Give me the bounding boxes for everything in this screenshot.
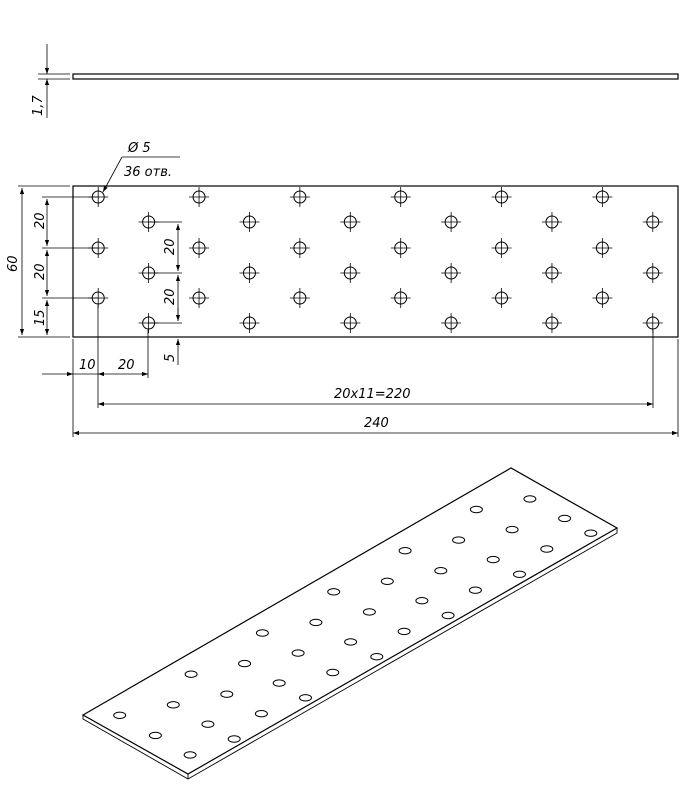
- hole-count-label: 36 отв.: [124, 165, 172, 180]
- hole: [390, 187, 411, 207]
- hole: [289, 288, 310, 308]
- hole: [239, 263, 260, 283]
- isometric-view: [81, 467, 619, 780]
- side-view: 1,7: [31, 44, 679, 118]
- hole: [340, 263, 361, 283]
- hole: [541, 212, 562, 232]
- iso-hole: [166, 701, 180, 709]
- iso-hole: [558, 514, 572, 523]
- hole: [592, 238, 613, 258]
- iso-hole: [148, 731, 162, 740]
- span-label: 20x11=220: [334, 387, 410, 402]
- plate-outline: [72, 185, 679, 338]
- hole: [491, 187, 512, 207]
- iso-hole-grid: [113, 495, 598, 759]
- pitch-y2-label: 20: [33, 263, 48, 280]
- hole: [390, 238, 411, 258]
- iso-hole: [255, 629, 269, 637]
- iso-hole: [291, 649, 305, 657]
- iso-hole: [227, 735, 241, 743]
- iso-hole: [441, 611, 455, 620]
- iso-hole: [327, 588, 341, 596]
- hole: [340, 212, 361, 232]
- iso-hole: [584, 529, 598, 537]
- iso-hole: [370, 653, 384, 661]
- hole: [189, 238, 210, 258]
- iso-hole: [486, 555, 500, 564]
- thickness-label: 1,7: [31, 95, 46, 116]
- iso-hole: [183, 751, 197, 759]
- iso-hole: [362, 608, 376, 616]
- iso-hole: [540, 545, 554, 553]
- hole: [592, 187, 613, 207]
- hole: [289, 238, 310, 258]
- hole: [491, 238, 512, 258]
- iso-hole: [468, 586, 482, 594]
- hole: [88, 187, 109, 207]
- hole: [592, 288, 613, 308]
- length-label: 240: [364, 416, 389, 431]
- hole: [541, 313, 562, 333]
- iso-hole: [469, 505, 483, 514]
- hole: [642, 263, 663, 283]
- inner-edge-label: 5: [163, 354, 178, 362]
- iso-hole: [220, 690, 234, 698]
- edge-bottom-label: 15: [33, 309, 48, 326]
- edge-left-label: 10: [79, 358, 96, 373]
- iso-hole: [344, 638, 358, 646]
- height-label: 60: [6, 255, 21, 272]
- hole: [441, 313, 462, 333]
- hole: [390, 288, 411, 308]
- iso-hole: [299, 694, 312, 702]
- hole: [189, 288, 210, 308]
- hole: [441, 263, 462, 283]
- iso-hole: [254, 710, 268, 718]
- iso-hole: [326, 668, 340, 677]
- iso-hole: [415, 597, 429, 605]
- hole: [289, 187, 310, 207]
- iso-plate-thickness: [82, 528, 618, 780]
- front-view: Ø 5 36 отв. 60 20 20 15 20 20 5: [6, 141, 679, 437]
- iso-hole: [397, 627, 411, 636]
- hole: [441, 212, 462, 232]
- hole: [189, 187, 210, 207]
- diameter-label: Ø 5: [127, 141, 151, 156]
- iso-hole: [505, 525, 519, 534]
- hole: [88, 288, 109, 308]
- hole: [340, 313, 361, 333]
- iso-hole: [309, 618, 323, 627]
- hole: [642, 212, 663, 232]
- iso-hole: [523, 495, 537, 503]
- iso-hole: [272, 679, 286, 687]
- hole: [642, 313, 663, 333]
- hole: [239, 313, 260, 333]
- plate-edge-view: [72, 73, 679, 80]
- iso-hole: [398, 547, 412, 555]
- iso-hole: [201, 720, 215, 728]
- iso-hole: [113, 711, 127, 719]
- iso-hole: [380, 577, 394, 585]
- hole: [541, 263, 562, 283]
- iso-plate-top: [81, 467, 619, 775]
- pitch-y1-label: 20: [33, 212, 48, 229]
- iso-hole: [434, 567, 448, 575]
- pitch-x-label: 20: [118, 358, 135, 373]
- iso-hole: [452, 536, 466, 544]
- inner-pitch1-label: 20: [163, 238, 178, 255]
- diameter-leader: [102, 156, 123, 193]
- hole: [491, 288, 512, 308]
- iso-hole: [513, 570, 526, 578]
- hole: [88, 238, 109, 258]
- hole: [239, 212, 260, 232]
- hole-grid: [88, 187, 663, 333]
- iso-hole: [184, 670, 198, 678]
- inner-pitch2-label: 20: [163, 288, 178, 305]
- iso-hole: [238, 659, 252, 668]
